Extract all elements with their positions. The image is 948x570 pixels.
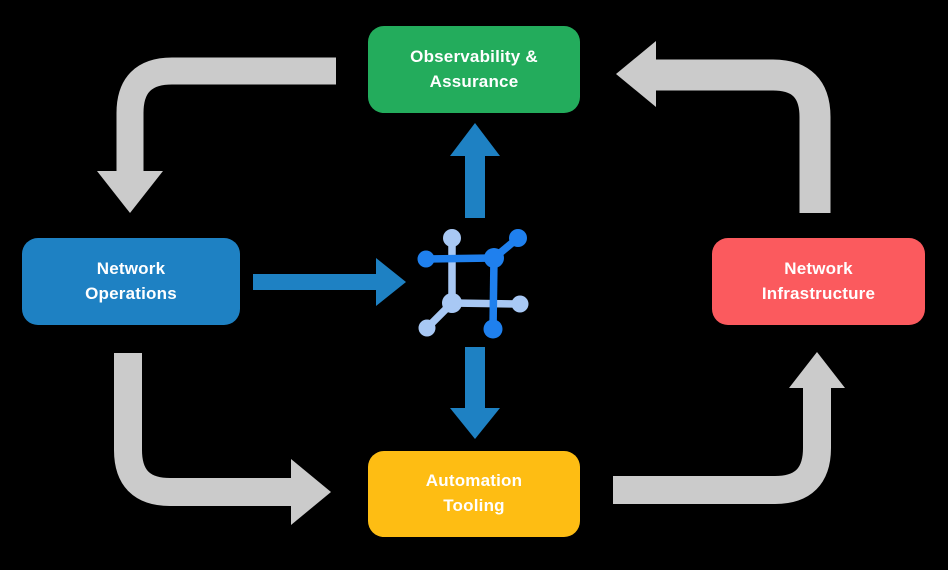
network-hub-icon-light-branches	[418, 229, 529, 337]
node-label-line: Observability &	[410, 46, 538, 66]
arrow-operations-to-hub	[253, 258, 406, 306]
arrow-infrastructure-to-assurance	[616, 41, 831, 213]
arrow-tooling-to-infrastructure	[613, 352, 845, 504]
arrow-hub-to-tooling	[450, 347, 500, 439]
node-label-line: Network	[784, 258, 853, 278]
node-label-line: Operations	[85, 283, 177, 303]
node-label-line: Assurance	[429, 71, 519, 91]
node-observability-assurance: Observability & Assurance	[368, 26, 580, 113]
node-network-infrastructure: Network Infrastructure	[712, 238, 925, 325]
node-automation-tooling: Automation Tooling	[368, 451, 580, 537]
node-label-line: Automation	[425, 471, 523, 491]
network-hub-icon-dark-branches	[417, 229, 527, 339]
arrow-operations-to-tooling	[114, 353, 331, 525]
node-network-operations: Network Operations	[22, 238, 240, 325]
arrow-assurance-to-operations	[97, 57, 336, 213]
node-label-line: Infrastructure	[761, 283, 876, 303]
network-hub-icon	[417, 229, 529, 339]
arrow-hub-to-assurance	[450, 123, 500, 218]
node-label-line: Network	[96, 258, 166, 278]
node-label-line: Tooling	[443, 496, 505, 515]
